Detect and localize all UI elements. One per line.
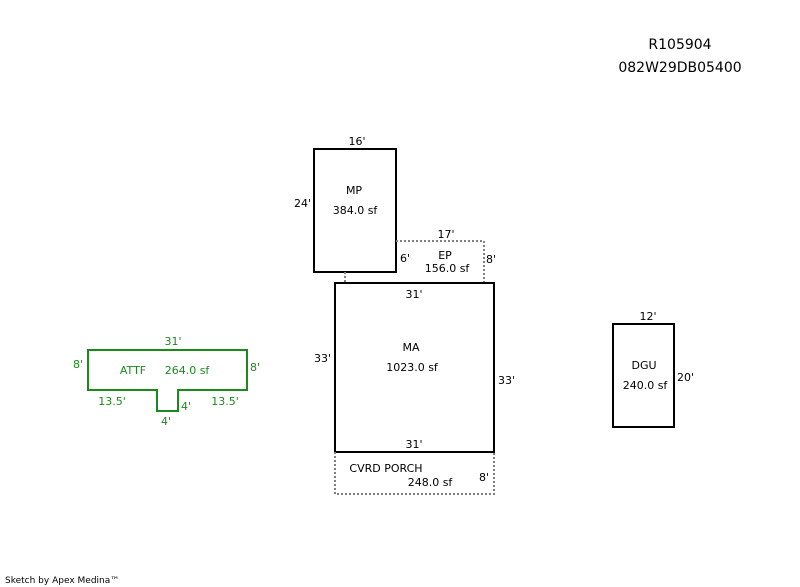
attf-bottom-left-dim: 13.5' <box>98 395 126 408</box>
porch-label: CVRD PORCH <box>349 462 422 475</box>
mp-top-dim: 16' <box>348 135 365 148</box>
ep-right-dim: 8' <box>486 253 496 266</box>
porch-area: 248.0 sf <box>408 476 454 489</box>
attf-outline <box>87 349 248 412</box>
ma-left-dim: 33' <box>314 352 331 365</box>
mp-outline <box>313 148 397 273</box>
ma-top-dim: 31' <box>405 288 422 301</box>
attf-label: ATTF <box>120 364 146 377</box>
dgu-outline <box>612 323 675 428</box>
ep-top-dim: 17' <box>437 228 454 241</box>
ep-outline <box>396 240 485 283</box>
dgu-area: 240.0 sf <box>623 379 669 392</box>
dgu-top-dim: 12' <box>639 310 656 323</box>
attf-right-dim: 8' <box>250 361 260 374</box>
ep-left-dim: 6' <box>400 252 410 265</box>
ma-label: MA <box>402 341 419 354</box>
dgu-label: DGU <box>631 359 656 372</box>
ma-bottom-dim: 31' <box>405 438 422 451</box>
ma-area: 1023.0 sf <box>386 361 439 374</box>
attf-left-dim: 8' <box>73 358 83 371</box>
attf-notch-side-dim: 4' <box>181 400 191 413</box>
attf-notch-bottom-dim: 4' <box>161 415 171 428</box>
ma-outline <box>334 282 495 453</box>
mp-label: MP <box>346 184 362 197</box>
ma-right-dim: 33' <box>498 374 515 387</box>
sketch-credit: Sketch by Apex Medina™ <box>5 576 119 586</box>
mp-left-dim: 24' <box>294 197 311 210</box>
attf-top-dim: 31' <box>164 335 181 348</box>
ep-area: 156.0 sf <box>425 262 471 275</box>
attf-area: 264.0 sf <box>165 364 211 377</box>
account-number: R105904 <box>648 37 711 53</box>
porch-right-dim: 8' <box>479 471 489 484</box>
porch-outline <box>334 452 495 495</box>
mp-area: 384.0 sf <box>333 204 379 217</box>
attf-bottom-right-dim: 13.5' <box>211 395 239 408</box>
ep-label: EP <box>438 249 452 262</box>
parcel-number: 082W29DB05400 <box>618 60 741 76</box>
dgu-right-dim: 20' <box>677 371 694 384</box>
